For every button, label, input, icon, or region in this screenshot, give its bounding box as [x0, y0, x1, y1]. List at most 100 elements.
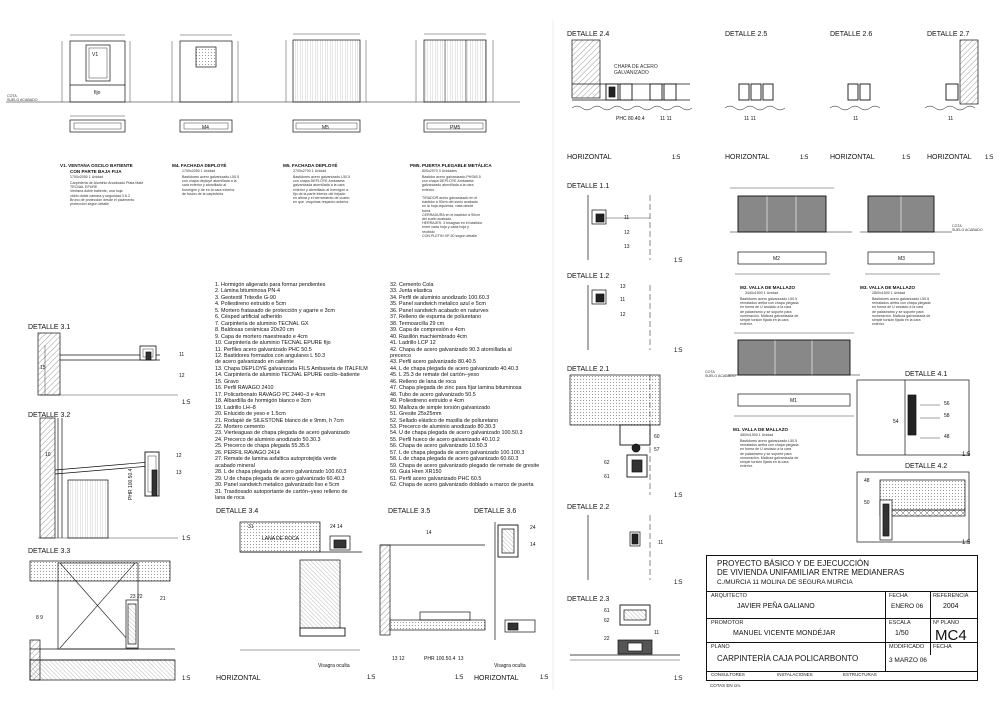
elevation-pm5: [415, 33, 494, 133]
consultores-label: CONSULTORES: [711, 672, 745, 677]
horizontal-2-7: HORIZONTAL: [927, 154, 972, 161]
legend-item: 36. Panel sandwich acabado en naturvex: [390, 307, 489, 314]
callout-1-1-12: 12: [624, 230, 630, 236]
fence-m2-title: M2. VALLA DE MALLAZO: [740, 285, 796, 290]
callout-4-1-58: 58: [944, 413, 950, 419]
detail-label-3-6: DETALLE 3.6: [474, 508, 517, 515]
legend-item: lana de roca: [215, 494, 245, 501]
callout-10: 10: [45, 452, 51, 458]
arquitecto-value: JAVIER PEÑA GALIANO: [737, 603, 815, 610]
legend-item: 10. Carpintería de aluminio TECNAL EPURE…: [215, 340, 331, 347]
detail-label-3-3: DETALLE 3.3: [28, 548, 71, 555]
callout-24-14: 24 14: [330, 524, 343, 530]
callout-1-1-13: 13: [624, 244, 630, 250]
caption-pm5-title: PM5. PUERTA PLEGABLE METÁLICA: [410, 163, 492, 168]
legend-item: 42. Chapa de acero galvanizado 90.3 ator…: [390, 346, 512, 353]
callout-2-1-61: 61: [604, 474, 610, 480]
caption-m4-desc: Bastidores acero galvanizado L50.5 con c…: [182, 175, 240, 196]
legend-item: 20. Enlucido de yeso e 1.5cm: [215, 411, 286, 418]
scale-2-5: 1:5: [800, 155, 809, 161]
detail-1-2-drawing: [587, 285, 651, 350]
legend-item: 53. Precerco de aluminio anodizado 80.30…: [390, 423, 496, 430]
callout-14b: 14: [530, 542, 536, 548]
horizontal-2-6: HORIZONTAL: [830, 154, 875, 161]
detail-label-3-4: DETALLE 3.4: [216, 508, 259, 515]
legend-item: 51. Gresite 25x25mm: [390, 411, 442, 418]
legend-item: 6. Césped artificial adherido: [215, 314, 282, 321]
scale-4-2: 1:5: [962, 540, 971, 546]
detail-2-6-drawing: [829, 83, 881, 111]
legend-item: 29. U de chapa plegada de acero galvaniz…: [215, 475, 345, 482]
legend-item: 13. Chapa DEPLOYÉ galvanizada FILS Ambas…: [215, 365, 368, 372]
legend-item: 33. Junta elastica: [390, 288, 432, 295]
caption-v1-title: V1. VENTANA OSCILO BATIENTE: [60, 163, 133, 168]
arquitecto-label: ARQUITECTO: [711, 593, 747, 599]
callout-13b: 13: [458, 656, 464, 662]
project-title: PROYECTO BÁSICO Y DE EJECUCCIÓN: [717, 559, 870, 568]
callout-1-1-11: 11: [624, 215, 630, 221]
legend-item: 4. Poliestireno extruido e 5cm: [215, 301, 287, 308]
cota-label-fence-m1: COTA SUELO ACABADO: [705, 370, 736, 379]
callout-13-12: 13 12: [392, 656, 405, 662]
project-title-2: DE VIVIENDA UNIFAMILIAR ENTRE MEDIANERAS: [717, 568, 905, 577]
cota-label-fence: COTA SUELO ACABADO: [952, 224, 983, 233]
detail-label-2-2: DETALLE 2.2: [567, 504, 610, 511]
visagra-3-4: Visagra oculta: [318, 663, 350, 669]
caption-v1-desc: Carpintería de Aluminio Anodizado Plata …: [70, 181, 144, 207]
fence-m3-title: M3. VALLA DE MALLAZO: [860, 285, 916, 290]
caption-m5-title: M5. FACHADA DEPLOYÉ: [283, 163, 338, 168]
legend-item: 8. Baldosas cerámicas 20x20 cm: [215, 327, 295, 334]
visagra-3-6: Visagra oculta: [494, 663, 526, 669]
callout-2-2-11: 11: [658, 540, 664, 546]
scale-2-6: 1:5: [902, 155, 911, 161]
legend-item: 11. Perfiles acero galvanizado PHC 50.5: [215, 346, 312, 353]
fence-m1-desc: Bastidores acero galvanizado L50.5 remat…: [740, 439, 799, 469]
legend-item: 7. Carpintería de aluminio TECNAL GX: [215, 320, 309, 327]
caption-m5-desc: Bastidores acero galvanizado L50.5 con c…: [293, 175, 351, 205]
scale-3-1: 1:5: [182, 400, 191, 406]
promotor-value: MANUEL VICENTE MONDÉJAR: [733, 630, 836, 637]
panel-pm5: PM5: [450, 125, 461, 131]
legend-item: 61. Perfil acero galvanizado PHC 60.5: [390, 475, 482, 482]
plano-number-label: Nº PLANO: [933, 620, 960, 626]
panel-m1: M1: [790, 398, 797, 404]
elevation-m4: [171, 34, 239, 133]
horizontal-2-5: HORIZONTAL: [725, 154, 770, 161]
legend-item: 48. Tubo de acero galvanizado 50.5: [390, 391, 476, 398]
panel-v1-fixed: fijo: [94, 90, 101, 96]
detail-2-2-drawing: [587, 515, 651, 580]
panel-m5: M5: [322, 125, 329, 131]
callout-4-2-50: 50: [864, 500, 870, 506]
promotor-label: PROMOTOR: [711, 620, 744, 626]
legend-item: 41. Ladrillo LCP 12: [390, 340, 436, 347]
fence-m1-title: M1. VALLA DE MALLAZO: [733, 427, 789, 432]
detail-label-4-2: DETALLE 4.2: [905, 463, 948, 470]
detail-3-1-drawing: [37, 332, 178, 396]
legend-item: acabado mineral: [215, 462, 255, 469]
callout-21: 21: [160, 596, 166, 602]
callout-11-2-5: 11 11: [744, 116, 756, 122]
legend-item: 12. Bastidores formados con angulares L …: [215, 352, 326, 359]
detail-2-1-drawing: [569, 374, 661, 495]
scale-2-7: 1:5: [985, 155, 994, 161]
detail-3-3-drawing: [29, 560, 176, 681]
detail-2-4-drawing: [571, 39, 693, 111]
panel-m4: M4: [202, 125, 209, 131]
callout-1-2-11: 11: [620, 297, 626, 303]
cotas-note: COTAS EN cm.: [710, 683, 742, 688]
project-address: C./MURCIA 11 MOLINA DE SEGURA MURCIA: [717, 579, 853, 586]
scale-2-4: 1:5: [672, 155, 681, 161]
detail-4-2-drawing: [856, 471, 970, 543]
detail-label-2-7: DETALLE 2.7: [927, 31, 970, 38]
fence-m2-desc: Bastidores acero galvanizado L50.5 remat…: [740, 297, 799, 327]
callout-23-22: 23 22: [130, 594, 143, 600]
legend-item: 44. L de chapa plegada de acero galvaniz…: [390, 365, 519, 372]
legend-item: 18. Albardilla de hormigón blanco e 3cm: [215, 398, 311, 405]
escala-value: 1/50: [895, 630, 909, 637]
plano-number-value: MC4: [935, 627, 967, 644]
scale-2-3: 1:5: [674, 676, 683, 682]
legend-item: 32. Cemento Cola: [390, 282, 434, 288]
caption-m4-title: M4. FACHADA DEPLOYÉ: [172, 163, 227, 168]
callout-4-1-48: 48: [944, 434, 950, 440]
